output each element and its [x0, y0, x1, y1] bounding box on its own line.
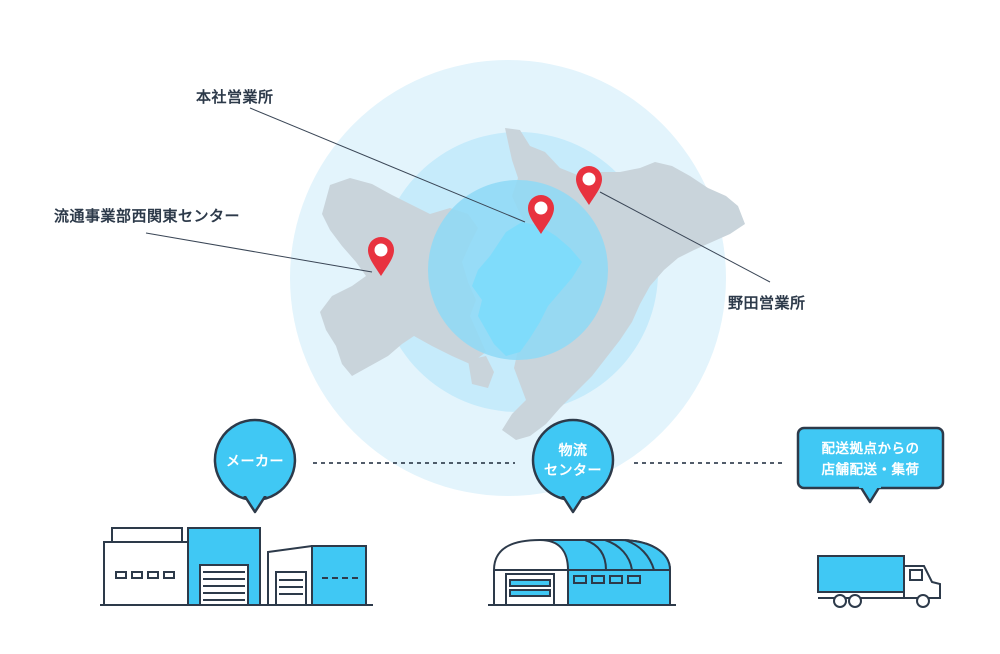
leader-lines — [145, 107, 771, 283]
pin-dot-icon — [534, 201, 548, 215]
pin-dot-icon — [374, 243, 388, 257]
pin-noda — [576, 166, 602, 205]
bubble-tail-icon — [858, 485, 882, 504]
truck-wheel-icon — [833, 594, 847, 608]
truck-icon — [817, 555, 941, 608]
pin-dot-icon — [582, 172, 596, 186]
office-label-noda: 野田営業所 — [728, 294, 806, 312]
pin-nishi-kanto — [368, 237, 394, 276]
bubble-label-logistics-line1: 物流 — [558, 443, 588, 459]
bubble-label-delivery-line1: 配送拠点からの — [821, 441, 920, 457]
bubble-tail-icon — [560, 494, 586, 514]
bubble-tail-icon — [242, 494, 268, 514]
core-area — [472, 222, 582, 356]
office-label-nishi-kanto: 流通事業部西関東センター — [54, 207, 241, 225]
leader-nishi-kanto — [145, 232, 373, 273]
truck-wheel-icon — [848, 594, 862, 608]
bubble-label-delivery-line2: 店舗配送・集荷 — [821, 462, 920, 478]
truck-cargo — [817, 555, 905, 593]
warehouse-shutter — [275, 571, 307, 606]
bubble-logistics — [531, 418, 615, 514]
truck-wheel-icon — [916, 594, 930, 608]
leader-honsha — [249, 107, 526, 223]
bubble-label-logistics-line2: センター — [544, 463, 602, 479]
leader-noda — [599, 191, 771, 283]
pin-honsha — [528, 195, 554, 234]
bubble-maker — [213, 418, 297, 514]
bubble-label-maker: メーカー — [226, 454, 284, 470]
office-label-honsha: 本社営業所 — [196, 88, 274, 106]
logistics-center-icon — [488, 539, 676, 606]
bubble-delivery — [796, 426, 945, 504]
land-miura — [468, 356, 494, 388]
factory-icon — [100, 527, 373, 606]
